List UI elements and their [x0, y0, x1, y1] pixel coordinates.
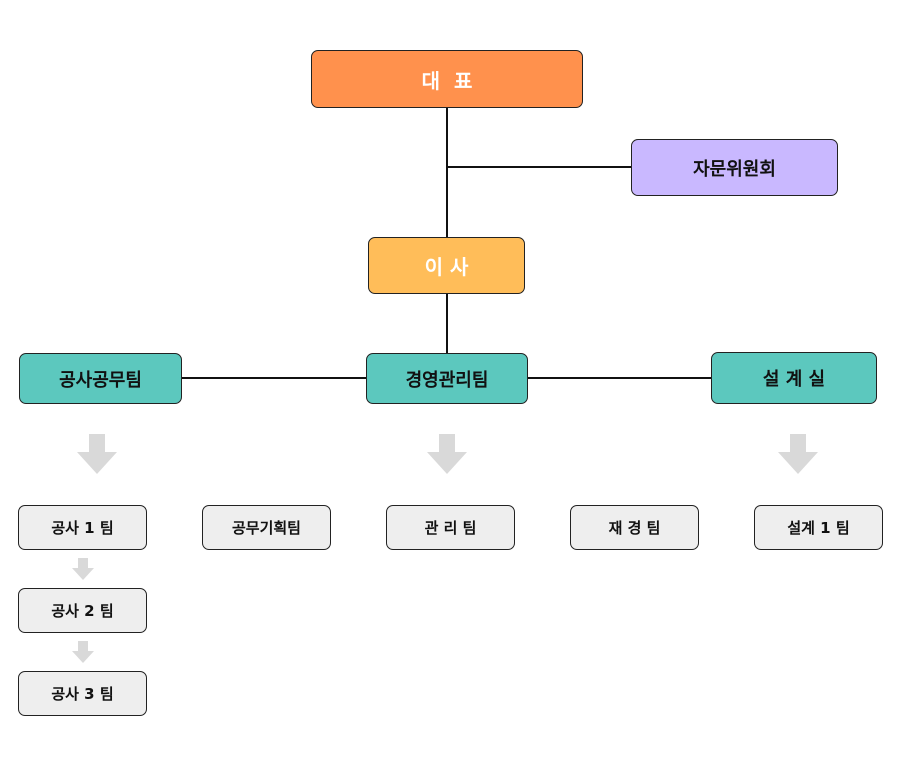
admin-team-box: 관 리 팀 [386, 505, 515, 550]
construction-management-connector [182, 377, 366, 379]
management-design-connector [528, 377, 711, 379]
management-dept-label: 경영관리팀 [405, 369, 489, 391]
director-management-connector [446, 294, 448, 353]
finance-team-label: 재 경 팀 [608, 519, 661, 537]
construction-dept-box: 공사공무팀 [19, 353, 182, 404]
construction-dept-label: 공사공무팀 [59, 369, 142, 391]
advisory-committee-box: 자문위원회 [631, 139, 838, 196]
construction-team-3-label: 공사 3 팀 [51, 685, 114, 703]
design-team-1-box: 설계 1 팀 [754, 505, 883, 550]
design-team-1-label: 설계 1 팀 [787, 519, 850, 537]
director-box: 이 사 [368, 237, 525, 294]
construction-team-2-box: 공사 2 팀 [18, 588, 147, 633]
management-dept-box: 경영관리팀 [366, 353, 528, 404]
planning-team-box: 공무기획팀 [202, 505, 331, 550]
design-dept-box: 설 계 실 [711, 352, 877, 404]
director-label: 이 사 [424, 255, 469, 279]
small-down-arrow-icon [72, 641, 94, 663]
ceo-box: 대 표 [311, 50, 583, 108]
management-down-arrow-icon [427, 434, 467, 474]
construction-down-arrow-icon [77, 434, 117, 474]
ceo-director-connector [446, 108, 448, 237]
construction-team-2-label: 공사 2 팀 [51, 602, 114, 620]
finance-team-box: 재 경 팀 [570, 505, 699, 550]
advisory-committee-label: 자문위원회 [693, 158, 776, 180]
construction-team-1-label: 공사 1 팀 [51, 519, 114, 537]
design-dept-label: 설 계 실 [762, 369, 826, 390]
construction-team-1-box: 공사 1 팀 [18, 505, 147, 550]
admin-team-label: 관 리 팀 [424, 519, 477, 537]
design-down-arrow-icon [778, 434, 818, 474]
ceo-label: 대 표 [421, 68, 473, 93]
construction-team-3-box: 공사 3 팀 [18, 671, 147, 716]
planning-team-label: 공무기획팀 [231, 519, 301, 537]
advisory-connector [446, 166, 631, 168]
small-down-arrow-icon [72, 558, 94, 580]
